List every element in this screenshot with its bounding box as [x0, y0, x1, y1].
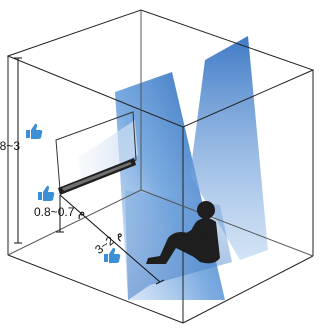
height-label: 3~2.8 م — [0, 139, 20, 153]
room-back-floor-left — [7, 189, 142, 256]
person-arm — [178, 226, 204, 244]
distance-label: 3~2 م — [92, 227, 125, 257]
window-glow — [78, 120, 138, 182]
window-frame — [55, 111, 137, 191]
room-back-floor-right — [140, 189, 314, 257]
projector-lens-glow — [62, 162, 132, 191]
room-bottom-right-edge — [182, 255, 314, 324]
sitting-person — [146, 201, 220, 264]
thumbs-up-icon — [104, 247, 121, 263]
thumbs-up-icon — [38, 185, 55, 201]
distance-line — [59, 194, 161, 283]
person-head — [197, 201, 215, 219]
projector-height-label: 0.8~0.7 م — [34, 205, 85, 219]
dimension-lines — [14, 57, 165, 285]
window — [55, 111, 137, 191]
projector — [58, 158, 136, 195]
room-box — [6, 9, 315, 324]
distance-tick — [155, 279, 165, 285]
thumbs-up-icon — [26, 123, 43, 139]
room-bottom-left-edge — [7, 254, 184, 324]
